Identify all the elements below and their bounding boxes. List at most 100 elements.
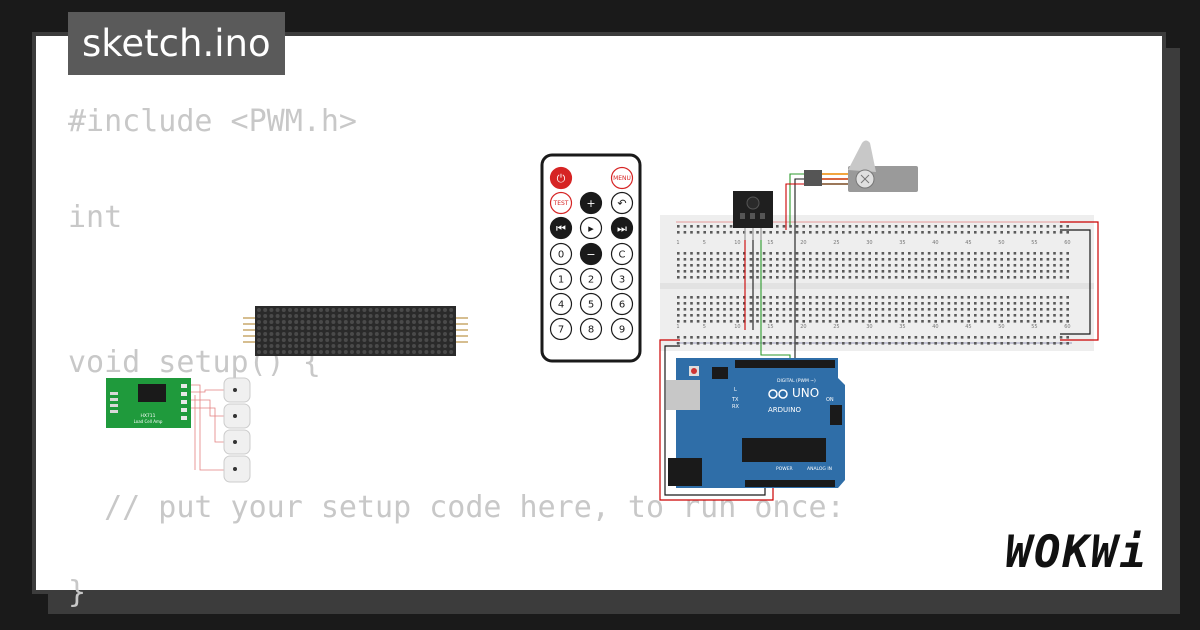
breadboard-hole (795, 231, 799, 234)
load-cells[interactable] (223, 377, 251, 483)
breadboard-hole (954, 270, 957, 273)
breadboard-hole (1040, 336, 1043, 339)
remote-button-5[interactable]: 5 (579, 292, 603, 316)
led-dot (331, 344, 336, 348)
arduino-uno[interactable]: ARDUINO UNO DIGITAL (PWM ~) POWER ANALOG… (666, 358, 845, 488)
led-dot (306, 350, 311, 354)
minus-button[interactable]: − (579, 242, 603, 266)
hx711-module[interactable]: HX711 Load Cell Amp (106, 378, 191, 428)
breadboard-hole (927, 276, 931, 279)
led-dot (331, 332, 336, 336)
breadboard-hole (855, 276, 858, 279)
led-dot (418, 344, 423, 348)
breadboard-hole (723, 336, 726, 339)
breadboard-hole (815, 258, 819, 261)
breadboard-hole (1046, 314, 1050, 317)
led-dot (294, 326, 299, 330)
breadboard-hole (954, 276, 957, 279)
breadboard-hole (993, 314, 997, 317)
plus-button[interactable]: + (579, 191, 603, 215)
led-dot (306, 320, 311, 324)
remote-button-6[interactable]: 6 (610, 292, 634, 316)
breadboard-hole (1026, 264, 1030, 267)
breadboard-hole (677, 231, 680, 234)
breadboard-hole (683, 302, 687, 305)
breadboard-hole (1000, 336, 1003, 339)
breadboard[interactable]: 1155101015152020252530303535404045455050… (660, 215, 1094, 351)
remote-button-8[interactable]: 8 (579, 317, 603, 341)
breadboard-hole (703, 296, 706, 299)
breadboard-hole (835, 296, 838, 299)
led-dot (319, 314, 323, 318)
breadboard-hole (828, 308, 832, 311)
breadboard-hole (987, 320, 990, 323)
breadboard-hole (716, 276, 720, 279)
power-button[interactable]: ⏻ (549, 166, 573, 190)
remote-button-0[interactable]: 0 (549, 242, 573, 266)
back-button[interactable]: ↶ (610, 191, 634, 215)
remote-button-7[interactable]: 7 (549, 317, 573, 341)
breadboard-hole (960, 336, 964, 339)
breadboard-hole (690, 258, 693, 261)
breadboard-hole (762, 342, 766, 345)
prev-button[interactable]: ⏮ (549, 216, 573, 240)
remote-button-1[interactable]: 1 (549, 267, 573, 291)
breadboard-hole (908, 342, 911, 345)
breadboard-hole (802, 264, 805, 267)
breadboard-hole (947, 225, 951, 228)
servo-motor[interactable] (804, 140, 918, 193)
breadboard-hole (861, 225, 865, 228)
breadboard-hole (927, 302, 931, 305)
breadboard-hole (729, 296, 733, 299)
breadboard-hole (993, 308, 997, 311)
breadboard-hole (947, 302, 951, 305)
play-button[interactable]: ▸ (579, 216, 603, 240)
led-dot (350, 314, 354, 318)
led-dot (350, 308, 354, 312)
ir-receiver[interactable] (733, 191, 773, 240)
breadboard-hole (1013, 252, 1017, 255)
menu-button[interactable]: MENU (610, 166, 634, 190)
sketch-tab-title[interactable]: sketch.ino (68, 12, 285, 75)
led-dot (257, 332, 261, 336)
breadboard-hole (716, 225, 720, 228)
remote-button-2[interactable]: 2 (579, 267, 603, 291)
breadboard-hole (835, 308, 838, 311)
remote-button-3[interactable]: 3 (610, 267, 634, 291)
test-button[interactable]: TEST (549, 191, 573, 215)
breadboard-hole (1040, 342, 1043, 345)
remote-button-c[interactable]: C (610, 242, 634, 266)
led-dot (263, 308, 268, 312)
breadboard-hole (901, 308, 904, 311)
breadboard-hole (894, 296, 898, 299)
remote-button-4[interactable]: 4 (549, 292, 573, 316)
breadboard-hole (822, 308, 825, 311)
breadboard-hole (1040, 258, 1043, 261)
code-line: int (68, 200, 123, 235)
breadboard-hole (914, 314, 918, 317)
remote-button-9[interactable]: 9 (610, 317, 634, 341)
breadboard-hole (960, 320, 964, 323)
breadboard-hole (908, 296, 911, 299)
breadboard-hole (1059, 225, 1063, 228)
led-dot (294, 308, 299, 312)
breadboard-hole (848, 231, 852, 234)
svg-text:5: 5 (588, 300, 594, 311)
breadboard-hole (868, 308, 871, 311)
led-dot (288, 338, 292, 342)
next-button[interactable]: ⏭ (610, 216, 634, 240)
breadboard-hole (980, 302, 984, 305)
led-matrix[interactable] (243, 306, 468, 356)
breadboard-hole (861, 252, 865, 255)
led-dot (368, 308, 373, 312)
breadboard-hole (809, 296, 812, 299)
breadboard-hole (729, 308, 733, 311)
led-dot (269, 338, 274, 342)
breadboard-hole (1053, 225, 1056, 228)
led-dot (257, 320, 261, 324)
wokwi-logo[interactable]: WOKWi (1005, 527, 1148, 578)
breadboard-hole (677, 296, 680, 299)
breadboard-hole (723, 302, 726, 305)
